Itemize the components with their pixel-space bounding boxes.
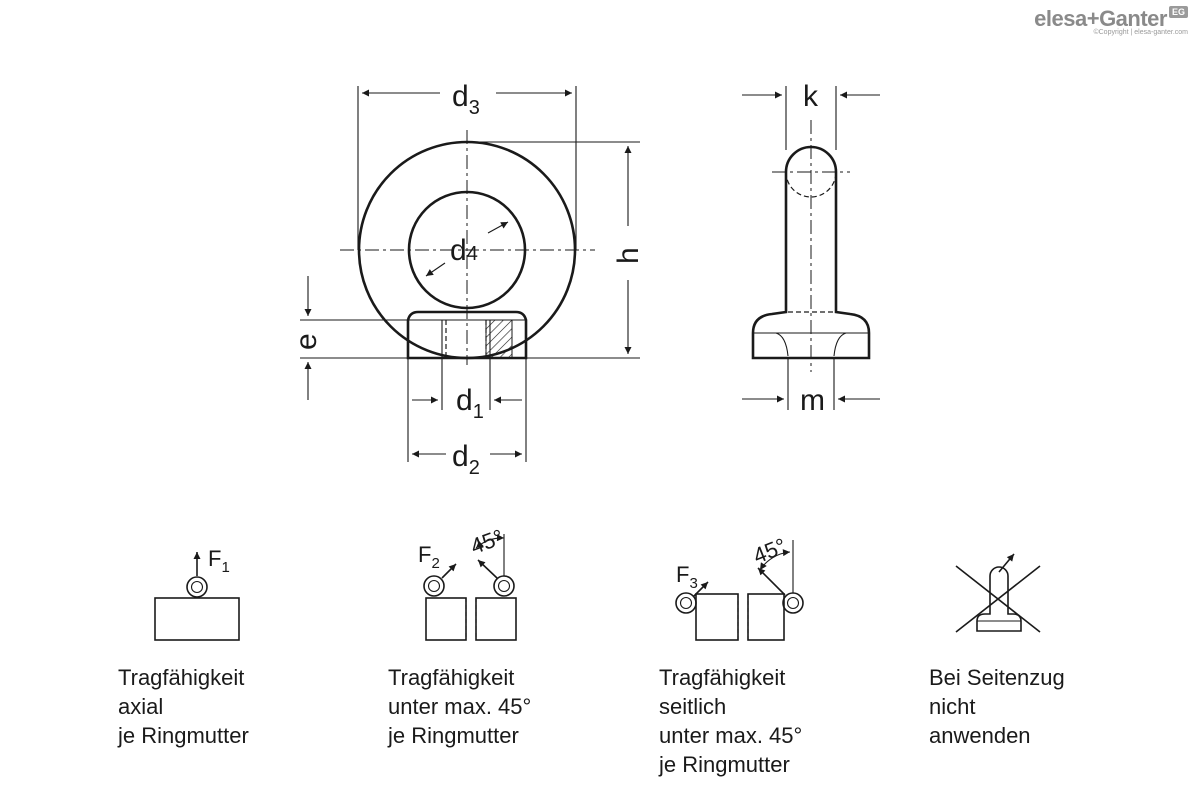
- dim-d1-label: d1: [456, 384, 484, 423]
- caption-angled: Tragfähigkeit unter max. 45° je Ringmutt…: [388, 663, 531, 750]
- force-f2-label: F2: [418, 542, 440, 572]
- brand-badge: EG: [1168, 6, 1188, 18]
- caption-line: Tragfähigkeit: [388, 665, 515, 690]
- front-view: d3 d4 h e d1 d2: [290, 80, 645, 479]
- caption-line: je Ringmutter: [659, 752, 790, 777]
- caption-line: nicht: [929, 694, 976, 719]
- angle-45-label-2: 45°: [467, 524, 507, 559]
- caption-axial: Tragfähigkeit axial je Ringmutter: [118, 663, 249, 750]
- dim-d2-label: d2: [452, 440, 480, 479]
- caption-line: seitlich: [659, 694, 727, 719]
- caption-lateral: Tragfähigkeit seitlich unter max. 45° je…: [659, 663, 802, 779]
- nut-base: [406, 310, 528, 360]
- caption-line: unter max. 45°: [388, 694, 532, 719]
- dim-e-label: e: [290, 333, 323, 350]
- dim-d4-label: d4: [450, 234, 478, 267]
- dim-m-label: m: [800, 384, 825, 417]
- caption-line: axial: [118, 694, 164, 719]
- caption-line: unter max. 45°: [659, 723, 803, 748]
- force-f3-label: F3: [676, 562, 698, 592]
- side-profile: [751, 145, 871, 360]
- caption-line: Tragfähigkeit: [118, 665, 245, 690]
- icon-no-lateral-pull: [955, 553, 1041, 633]
- dim-d3-label: d3: [452, 80, 480, 119]
- force-f1-label: F1: [208, 546, 230, 576]
- brand-name: elesa+Ganter: [1034, 6, 1167, 31]
- icon-angled-load: F2: [418, 534, 517, 641]
- dim-h-label: h: [612, 247, 645, 264]
- caption-line: Tragfähigkeit: [659, 665, 786, 690]
- caption-line: je Ringmutter: [388, 723, 519, 748]
- caption-line: anwenden: [929, 723, 1031, 748]
- side-view: k m: [742, 80, 880, 417]
- icon-axial-load: F1: [154, 546, 240, 641]
- copyright-text: ©Copyright | elesa-ganter.com: [1093, 29, 1188, 36]
- caption-line: Bei Seitenzug: [929, 665, 1065, 690]
- caption-line: je Ringmutter: [118, 723, 249, 748]
- dim-k-label: k: [803, 80, 819, 113]
- caption-forbidden: Bei Seitenzug nicht anwenden: [929, 663, 1065, 750]
